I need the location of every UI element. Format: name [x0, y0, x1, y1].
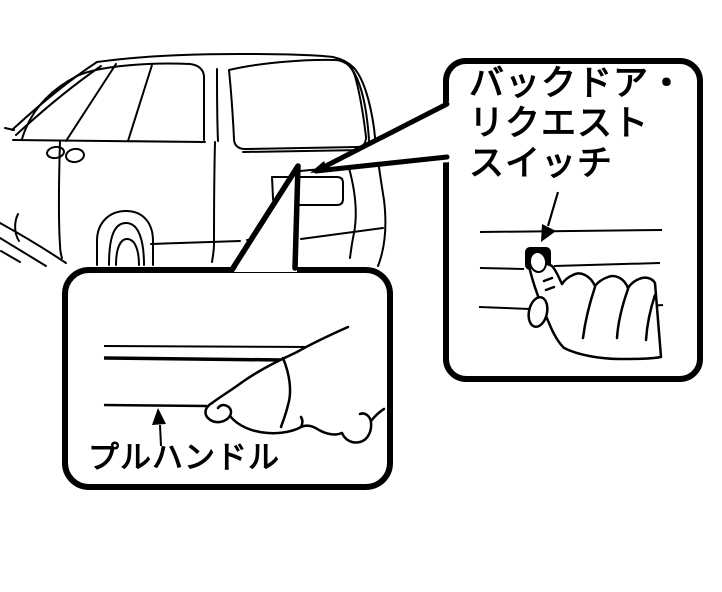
front-step-line-1 — [0, 222, 67, 264]
up-arrow-icon — [152, 408, 166, 447]
mid-pillar — [216, 68, 219, 142]
tire — [115, 238, 140, 266]
switch-callout — [310, 58, 703, 382]
a-pillar-outer — [11, 61, 98, 131]
leader-tip — [310, 161, 328, 173]
side-glass — [21, 62, 205, 141]
sliding-door-seam — [211, 141, 216, 263]
leader-line-top — [313, 101, 450, 174]
pressing-hand-outline — [527, 261, 663, 361]
handle-line-bottom — [103, 403, 208, 408]
sliding-door-handle-icon — [65, 147, 85, 164]
pull-handle-label: プルハンドル — [88, 440, 280, 476]
rocker-crease-right — [300, 227, 384, 240]
window-pillar-1 — [65, 63, 117, 142]
pressing-hand-fill — [529, 262, 661, 359]
pull-handle-bubble — [62, 267, 393, 490]
front-wheel-fragment — [14, 213, 20, 242]
gripping-hand-outline — [204, 325, 386, 444]
handle-line-shadow — [103, 356, 283, 362]
pull-handle-tail-outline — [230, 163, 301, 271]
panel-lines — [478, 229, 664, 310]
knuckle-tick-2 — [544, 285, 556, 292]
van-drawing — [0, 53, 387, 267]
beltline — [12, 139, 206, 143]
gripping-hand-fill — [205, 327, 384, 443]
handle-line-top — [103, 345, 319, 348]
front-door-handle-icon — [46, 145, 65, 160]
window-pillar-2 — [127, 64, 153, 142]
backdoor-side-seam — [348, 167, 357, 259]
thumb — [527, 295, 549, 329]
fingernail — [528, 251, 548, 273]
front-step-line-2 — [0, 237, 47, 267]
hood-tick — [4, 127, 15, 131]
leader-line-bottom — [313, 154, 450, 174]
front-corner-tick — [0, 250, 21, 263]
down-arrow-icon — [541, 191, 560, 242]
spoiler-line — [242, 149, 365, 153]
quarter-window — [228, 58, 367, 150]
back-door-request-switch-label: バックドア・ リクエスト スイッチ — [469, 64, 686, 184]
roofline — [96, 53, 355, 69]
pinky-finger — [340, 412, 373, 444]
a-pillar-inner — [15, 65, 102, 136]
front-door-seam — [57, 140, 63, 259]
pull-handle-callout — [62, 163, 393, 490]
knuckle-tick-1 — [542, 276, 554, 283]
wheel-arch — [96, 210, 154, 266]
wheel-gap — [108, 222, 145, 266]
